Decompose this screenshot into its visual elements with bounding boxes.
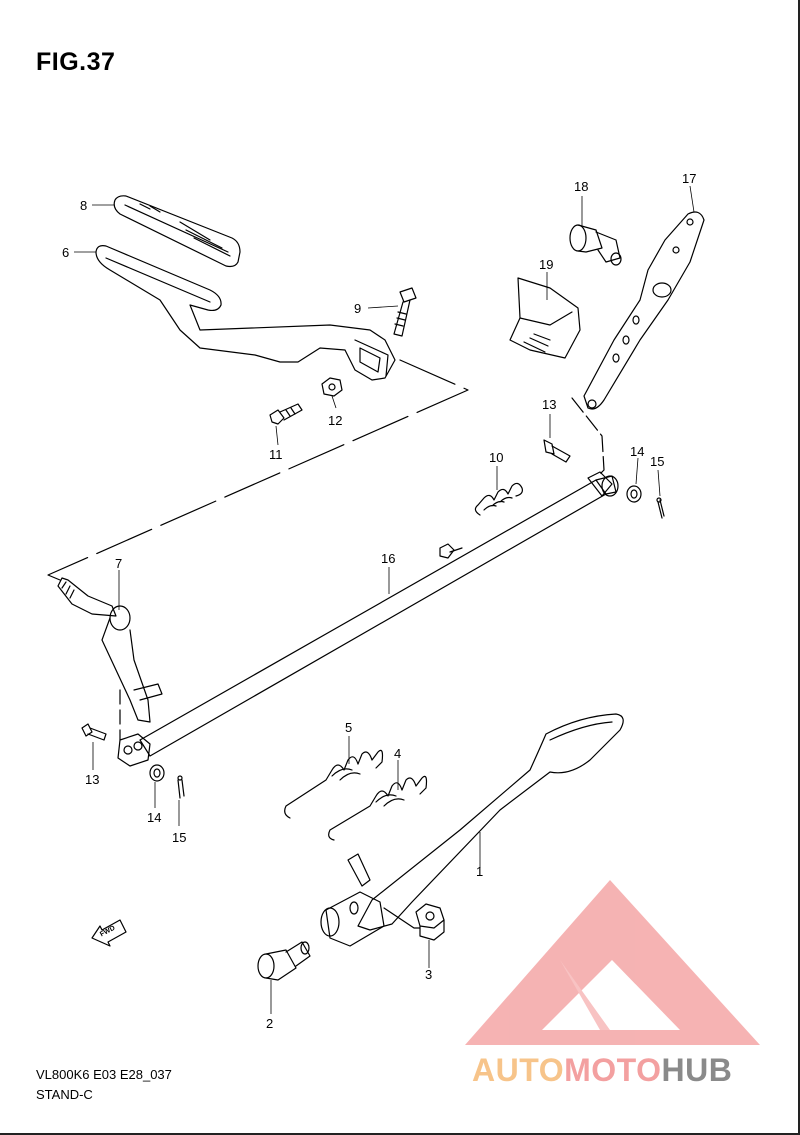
part-6-footrest-bracket	[95, 245, 396, 381]
callout-12: 12	[328, 413, 342, 428]
leader-lines	[74, 185, 695, 1014]
callout-14-upper: 14	[630, 444, 644, 459]
figure-caption: STAND-C	[36, 1087, 93, 1102]
callout-13-lower: 13	[85, 772, 99, 787]
callout-3: 3	[425, 967, 432, 982]
part-13-pin-lower	[81, 723, 107, 741]
callout-17: 17	[682, 171, 696, 186]
callout-19: 19	[539, 257, 553, 272]
callout-8: 8	[80, 198, 87, 213]
part-17-lever-plate	[583, 211, 705, 410]
part-7-shaft-arm	[57, 577, 163, 767]
watermark-hub: HUB	[661, 1052, 733, 1088]
figure-title: FIG.37	[36, 48, 116, 76]
callout-2: 2	[266, 1016, 273, 1031]
part-9-bolt	[393, 287, 417, 337]
rod-spring-hook	[439, 543, 463, 559]
callout-13-upper: 13	[542, 397, 556, 412]
part-4-spring	[328, 775, 428, 841]
callout-16: 16	[381, 551, 395, 566]
assembly-guide-line	[47, 359, 469, 581]
part-16-long-rod	[139, 471, 619, 757]
figure-code: VL800K6 E03 E28_037	[36, 1067, 172, 1082]
part-14-washer-upper	[626, 485, 642, 503]
callout-15-upper: 15	[650, 454, 664, 469]
part-11-bolt	[269, 403, 303, 425]
part-2-bolt	[257, 941, 311, 981]
part-3-nut	[415, 903, 445, 941]
callout-14-lower: 14	[147, 810, 161, 825]
part-8-footrest-rubber	[113, 195, 241, 268]
lever-guide-line	[571, 397, 605, 477]
callout-5: 5	[345, 720, 352, 735]
fwd-arrow-icon	[91, 919, 127, 947]
watermark-text: AUTOMOTOHUB	[472, 1052, 732, 1089]
part-1-side-stand	[320, 713, 624, 947]
part-14-washer-lower	[149, 764, 165, 782]
callout-4: 4	[394, 746, 401, 761]
watermark-logo	[465, 880, 760, 1045]
watermark-auto: AUTO	[472, 1052, 565, 1088]
callout-18: 18	[574, 179, 588, 194]
callout-15-lower: 15	[172, 830, 186, 845]
callout-11: 11	[269, 447, 283, 462]
part-10-spring	[474, 482, 523, 516]
part-19-cover	[509, 277, 581, 359]
callout-labels: 1 2 3 4 5 6 7 8 9 10 11 12 13 13 14 14 1…	[62, 171, 696, 1031]
part-15-cotter-pin-lower	[177, 775, 185, 799]
callout-6: 6	[62, 245, 69, 260]
callout-9: 9	[354, 301, 361, 316]
callout-1: 1	[476, 864, 483, 879]
part-12-nut	[321, 377, 343, 397]
callout-10: 10	[489, 450, 503, 465]
callout-7: 7	[115, 556, 122, 571]
part-15-cotter-pin-upper	[656, 497, 665, 519]
watermark-moto: MOTO	[564, 1052, 662, 1088]
part-13-pin-upper	[543, 439, 571, 463]
part-18-pivot-bolt	[569, 224, 622, 266]
part-5-spring	[284, 749, 384, 819]
